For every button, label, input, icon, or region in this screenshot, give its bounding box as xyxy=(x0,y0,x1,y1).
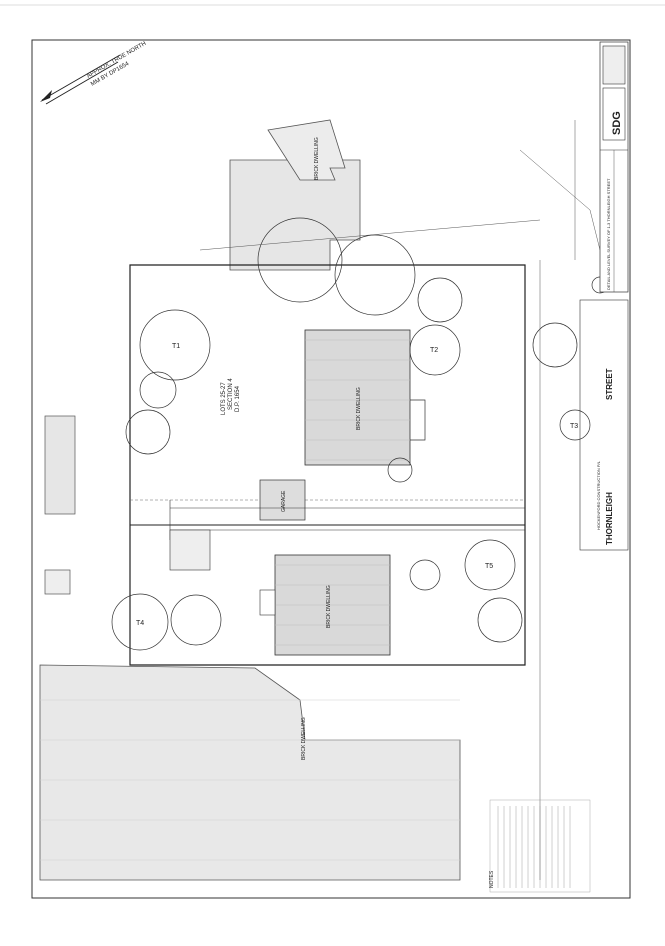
tree-label-5: T5 xyxy=(485,563,493,570)
street-name-2: STREET xyxy=(605,368,614,400)
driveway xyxy=(169,500,525,616)
tree-canopies xyxy=(111,217,609,651)
tree-label-4: T4 xyxy=(136,620,144,627)
tree-label-2: T2 xyxy=(430,347,438,354)
lot-label-2: SECTION 4 xyxy=(228,378,234,410)
neighbour-building-left xyxy=(39,664,461,881)
north-arrow-icon xyxy=(40,54,121,105)
garage-label: GARAGE xyxy=(281,490,287,512)
dwelling-a xyxy=(304,329,426,466)
project-name: HOCKENFORD CONSTRUCTION P/L xyxy=(596,460,601,530)
dwelling-a-label: BRICK DWELLING xyxy=(356,387,362,430)
lot-label-3: D.P. 1654 xyxy=(235,385,241,412)
garage xyxy=(259,479,306,521)
neighbour-left-label: BRICK DWELLING xyxy=(301,717,307,760)
title-block xyxy=(599,41,629,293)
tree-label-1: T1 xyxy=(172,343,180,350)
neighbour-building-top xyxy=(229,119,361,271)
lot-label-1: LOTS 25-27 xyxy=(221,382,227,415)
lot-boundary xyxy=(129,264,526,666)
dwelling-b-label: BRICK DWELLING xyxy=(326,585,332,628)
dwelling-b xyxy=(274,554,391,656)
notes-block xyxy=(489,799,591,893)
sdg-logo: SDG xyxy=(611,111,623,135)
street-name-1: THORNLEIGH xyxy=(605,492,614,545)
notes-heading: NOTES xyxy=(489,870,495,888)
kerb-lines xyxy=(199,120,601,880)
tree-label-3: T3 xyxy=(570,423,578,430)
neighbour-top-label: BRICK DWELLING xyxy=(314,137,320,180)
sheet-border xyxy=(31,39,631,899)
plan-title: DETAIL AND LEVEL SURVEY OF 1-3 THORNLEIG… xyxy=(606,178,611,290)
